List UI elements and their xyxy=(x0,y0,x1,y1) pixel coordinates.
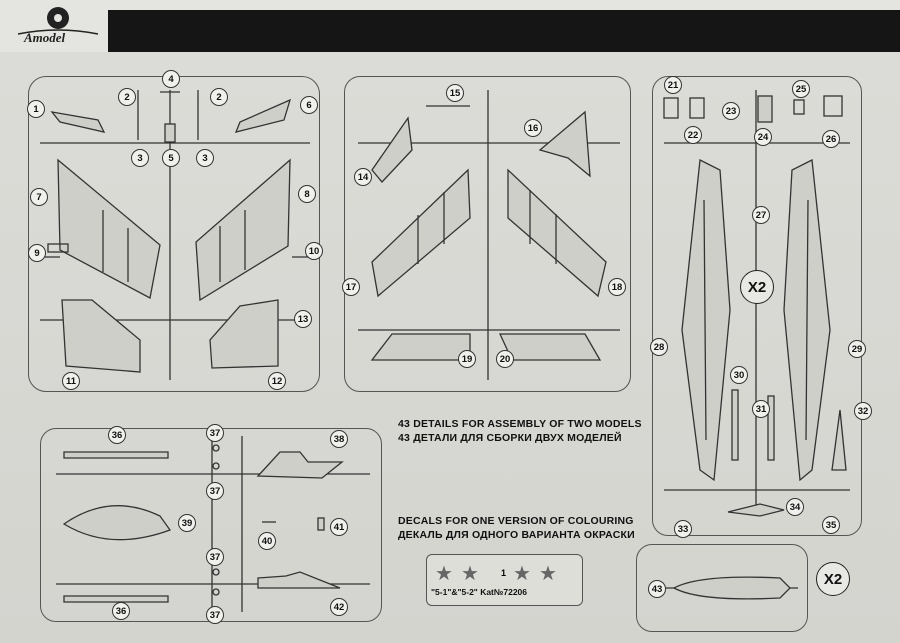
part-number-29: 29 xyxy=(848,340,866,358)
decal-catalog-label: "5-1"&"5-2" Kat№72206 xyxy=(431,587,527,597)
part-number-37: 37 xyxy=(206,548,224,566)
star-icon: ★ xyxy=(461,563,479,585)
part-number-27: 27 xyxy=(752,206,770,224)
part-number-23: 23 xyxy=(722,102,740,120)
canopy-quantity-badge: X2 xyxy=(816,562,850,596)
details-note-russian: 43 ДЕТАЛИ ДЛЯ СБОРКИ ДВУХ МОДЕЛЕЙ xyxy=(398,432,622,444)
part-number-7: 7 xyxy=(30,188,48,206)
part-number-36: 36 xyxy=(112,602,130,620)
part-number-32: 32 xyxy=(854,402,872,420)
decals-note-english: DECALS FOR ONE VERSION OF COLOURING xyxy=(398,515,634,527)
part-number-10: 10 xyxy=(305,242,323,260)
part-number-25: 25 xyxy=(792,80,810,98)
part-number-17: 17 xyxy=(342,278,360,296)
part-number-34: 34 xyxy=(786,498,804,516)
part-number-37: 37 xyxy=(206,606,224,624)
part-number-16: 16 xyxy=(524,119,542,137)
part-number-31: 31 xyxy=(752,400,770,418)
part-number-14: 14 xyxy=(354,168,372,186)
part-number-19: 19 xyxy=(458,350,476,368)
part-number-28: 28 xyxy=(650,338,668,356)
part-number-30: 30 xyxy=(730,366,748,384)
star-icon: ★ xyxy=(539,563,557,585)
part-number-15: 15 xyxy=(446,84,464,102)
part-number-8: 8 xyxy=(298,185,316,203)
part-number-39: 39 xyxy=(178,514,196,532)
part-number-22: 22 xyxy=(684,126,702,144)
part-number-9: 9 xyxy=(28,244,46,262)
brand-logo: Amodel xyxy=(10,4,106,48)
sprue-frame-tailplanes xyxy=(344,76,631,392)
part-number-5: 5 xyxy=(162,149,180,167)
star-icon: ★ xyxy=(435,563,453,585)
part-number-26: 26 xyxy=(822,130,840,148)
part-number-36: 36 xyxy=(108,426,126,444)
part-number-43: 43 xyxy=(648,580,666,598)
logo-icon xyxy=(17,7,99,35)
part-number-35: 35 xyxy=(822,516,840,534)
part-number-21: 21 xyxy=(664,76,682,94)
part-number-38: 38 xyxy=(330,430,348,448)
decal-count: 1 xyxy=(501,568,507,578)
decal-sheet-preview: ★ ★ 1 ★ ★ "5-1"&"5-2" Kat№72206 xyxy=(426,554,583,606)
part-number-11: 11 xyxy=(62,372,80,390)
header: Amodel xyxy=(0,0,900,52)
part-number-12: 12 xyxy=(268,372,286,390)
part-number-2: 2 xyxy=(210,88,228,106)
star-icon: ★ xyxy=(513,563,531,585)
part-number-24: 24 xyxy=(754,128,772,146)
sprue-frame-fuselage xyxy=(652,76,862,536)
part-number-2: 2 xyxy=(118,88,136,106)
part-number-37: 37 xyxy=(206,482,224,500)
part-number-1: 1 xyxy=(27,100,45,118)
part-number-13: 13 xyxy=(294,310,312,328)
details-note-english: 43 DETAILS FOR ASSEMBLY OF TWO MODELS xyxy=(398,418,642,430)
part-number-18: 18 xyxy=(608,278,626,296)
part-number-40: 40 xyxy=(258,532,276,550)
logo-text: Amodel xyxy=(24,30,66,45)
part-number-33: 33 xyxy=(674,520,692,538)
header-bar xyxy=(108,10,900,52)
part-number-42: 42 xyxy=(330,598,348,616)
part-number-6: 6 xyxy=(300,96,318,114)
part-number-20: 20 xyxy=(496,350,514,368)
part-number-41: 41 xyxy=(330,518,348,536)
part-number-4: 4 xyxy=(162,70,180,88)
part-number-3: 3 xyxy=(196,149,214,167)
sprue-frame-canopy xyxy=(636,544,808,632)
part-number-37: 37 xyxy=(206,424,224,442)
part-number-3: 3 xyxy=(131,149,149,167)
decals-note-russian: ДЕКАЛЬ ДЛЯ ОДНОГО ВАРИАНТА ОКРАСКИ xyxy=(398,529,635,541)
fuselage-quantity-badge: X2 xyxy=(740,270,774,304)
